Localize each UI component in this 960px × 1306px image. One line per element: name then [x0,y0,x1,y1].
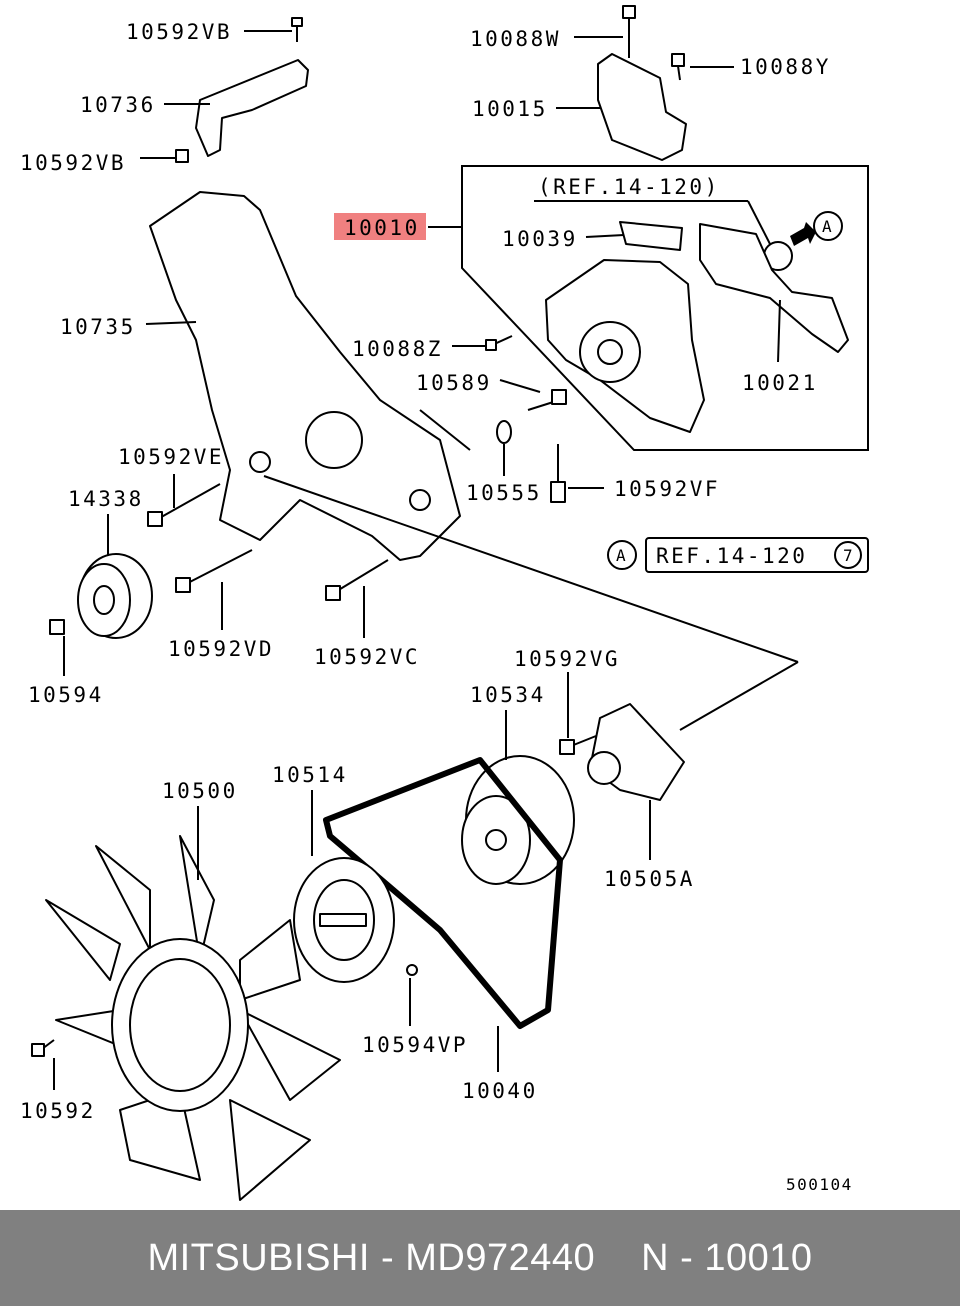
fan-clutch-10514 [293,857,395,983]
washer-10555 [496,420,512,444]
pipe-10021 [699,223,849,353]
label-10592vf: 10592VF [614,477,720,501]
nut-10594 [49,619,65,635]
fan-10500 [45,835,341,1201]
label-ref-14-120: (REF.14-120) [538,175,720,199]
label-10088w: 10088W [470,27,561,51]
bolt-10088y [671,53,685,81]
label-10010: 10010 [344,216,420,240]
bolt-10589 [527,389,567,411]
part-number: MD972440 [405,1236,596,1279]
label-10592vb-left: 10592VB [20,151,126,175]
circle-a-ref-icon [607,540,637,570]
label-ref-note: REF.14-120 [656,544,807,568]
footer-separator: - [381,1236,395,1279]
bracket-10735 [149,191,461,561]
label-10592vc: 10592VC [314,645,420,669]
label-ref-a: A [616,546,627,565]
label-14338: 14338 [68,487,144,511]
label-10736: 10736 [80,93,156,117]
idler-pulley-14338 [77,553,153,639]
label-10500: 10500 [162,779,238,803]
label-10594vp: 10594VP [362,1033,468,1057]
label-10514: 10514 [272,763,348,787]
label-circle-a: A [822,217,833,236]
brand-name: MITSUBISHI [147,1236,370,1279]
bolt-10592ve [147,483,221,527]
bolt-10592vg [559,735,597,755]
label-10735: 10735 [60,315,136,339]
nut-10594vp [406,964,418,976]
stud-10592vf [550,444,566,503]
label-10555: 10555 [466,481,542,505]
circle-a-icon [813,211,843,241]
label-10534: 10534 [470,683,546,707]
part-footer: MITSUBISHI - MD972440 N - 10010 [0,1210,960,1306]
drawing-number: 500104 [786,1175,853,1194]
label-10592: 10592 [20,1099,96,1123]
label-10592vg: 10592VG [514,647,620,671]
label-ref-note-number: 7 [843,546,854,565]
label-10592vb-top: 10592VB [126,20,232,44]
parts-diagram: 10592VB 10736 10592VB 10088W 10088Y 1001… [20,5,869,1201]
label-10039: 10039 [502,227,578,251]
label-10505a: 10505A [604,867,695,891]
bracket-10736 [195,59,309,157]
bolt-10592vb-top [291,17,303,42]
arrow-icon [790,222,816,246]
bolt-10592 [31,1039,55,1057]
bolt-10088w [622,5,636,58]
label-10088y: 10088Y [740,55,831,79]
bolt-10592vc [325,559,389,601]
label-10088z: 10088Z [352,337,443,361]
label-10021: 10021 [742,371,818,395]
bolt-10592vb-left [168,149,189,163]
housing-10015 [597,53,687,161]
highlight-10010 [334,213,426,240]
label-10589: 10589 [416,371,492,395]
bolt-10592vd [175,549,253,593]
label-10040: 10040 [462,1079,538,1103]
diagram-reference: N - 10010 [641,1236,813,1279]
label-10015: 10015 [472,97,548,121]
label-10594: 10594 [28,683,104,707]
label-10592vd: 10592VD [168,637,274,661]
gasket-10039 [619,221,683,251]
label-10592ve: 10592VE [118,445,224,469]
circle-7-icon [834,541,862,569]
bolt-10088z [485,335,513,351]
belt-10040 [323,757,563,1029]
pulley-10534 [461,755,575,885]
